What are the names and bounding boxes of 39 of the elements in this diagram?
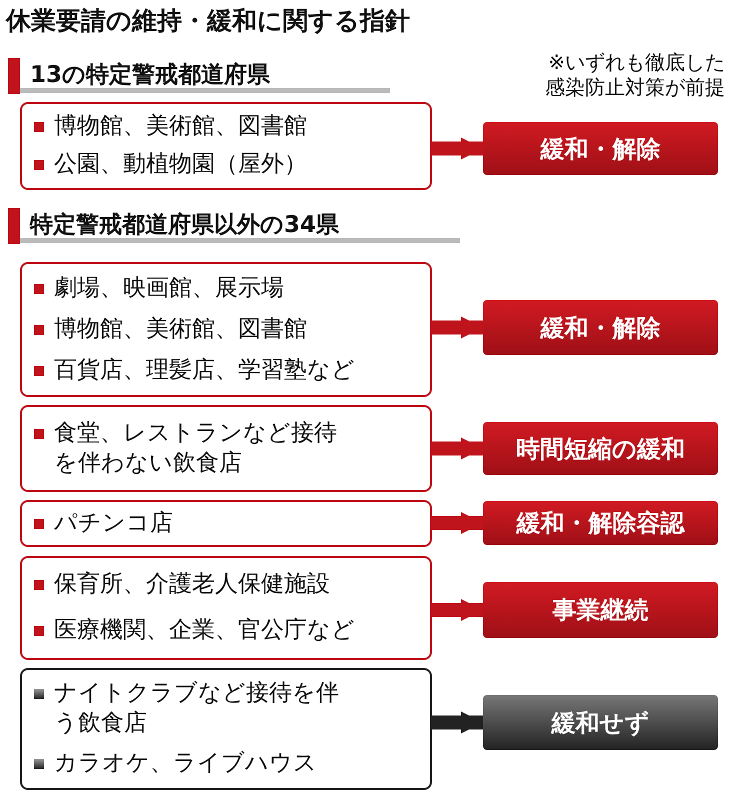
section-heading: 特定警戒都道府県以外の34県 xyxy=(30,211,340,240)
category-box xyxy=(20,102,432,190)
result-box xyxy=(483,300,718,355)
arrow xyxy=(432,512,483,534)
list-item: 劇場、映画館、展示場 xyxy=(54,274,284,303)
list-item: 保育所、介護老人保健施設 xyxy=(54,570,330,600)
title: 休業要請の維持・緩和に関する指針 xyxy=(6,5,410,37)
result-box xyxy=(483,122,718,175)
result-label: 緩和・解除 xyxy=(540,312,660,344)
result-label: 時間短縮の緩和 xyxy=(516,434,685,464)
list-item: 食堂、レストランなど接待を伴わない飲食店 xyxy=(54,418,338,478)
result-box xyxy=(483,695,718,750)
arrow xyxy=(432,599,483,621)
arrow xyxy=(432,438,483,460)
result-box xyxy=(483,422,718,475)
note-text: ※いずれも徹底した感染防止対策が前提 xyxy=(544,50,725,100)
result-label: 緩和・解除容認 xyxy=(516,508,684,539)
list-item: カラオケ、ライブハウス xyxy=(54,749,317,778)
result-box xyxy=(483,501,718,545)
category-box xyxy=(20,405,432,492)
result-label: 事業継続 xyxy=(552,595,648,626)
list-item: 百貨店、理髪店、学習塾など xyxy=(54,356,355,385)
category-box xyxy=(20,668,432,790)
list-item: ナイトクラブなど接待を伴う飲食店 xyxy=(54,679,340,738)
result-label: 緩和せず xyxy=(552,708,650,738)
result-label: 緩和・解除 xyxy=(540,134,660,164)
category-box xyxy=(20,262,432,397)
result-box xyxy=(483,582,718,638)
arrow xyxy=(432,138,483,160)
list-item: 医療機関、企業、官公庁など xyxy=(54,616,355,646)
list-item: 公園、動植物園（屋外） xyxy=(54,150,307,180)
arrow xyxy=(432,316,483,338)
category-box xyxy=(20,500,432,547)
list-item: 博物館、美術館、図書館 xyxy=(54,112,307,142)
list-item: パチンコ店 xyxy=(54,508,173,538)
section-heading: 13の特定警戒都道府県 xyxy=(30,61,270,90)
category-box xyxy=(20,556,432,660)
list-item: 博物館、美術館、図書館 xyxy=(54,314,307,344)
arrow xyxy=(432,712,483,734)
